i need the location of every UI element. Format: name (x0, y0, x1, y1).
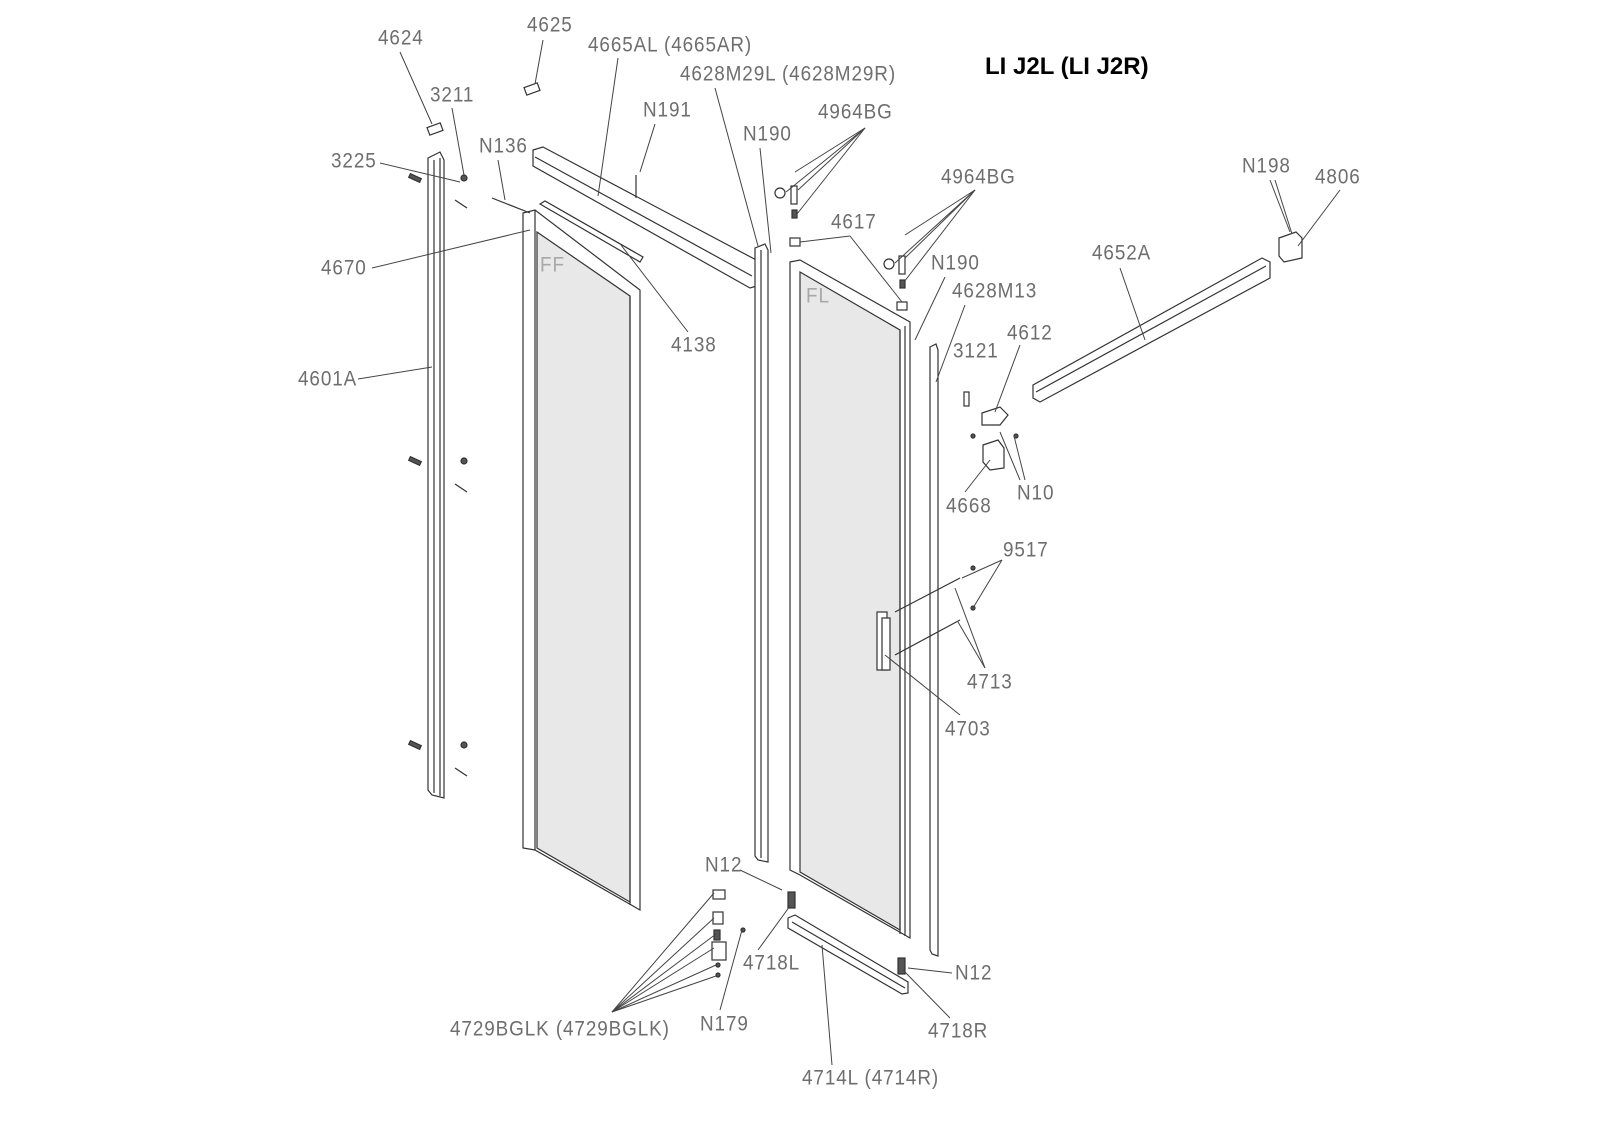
part-label: 4617 (831, 210, 877, 234)
profile-4628m29l (754, 243, 769, 863)
part-label: N10 (1017, 481, 1055, 505)
profile-4628m13 (929, 343, 939, 957)
sliding-glass-panel (789, 259, 911, 940)
part-label: 4601A (298, 367, 358, 391)
part-label: 4964BG (818, 100, 893, 124)
part-label: 4628M29L (4628M29R) (680, 62, 897, 86)
part-label: 4718L (743, 951, 801, 975)
part-label: 4665AL (4665AR) (588, 33, 753, 57)
part-label: 3211 (430, 83, 475, 107)
part-label: 3225 (331, 149, 377, 173)
part-label: 4624 (378, 26, 424, 50)
wall-profile-4601a (427, 151, 445, 799)
part-label: 4625 (527, 13, 573, 37)
part-label: 4668 (946, 494, 992, 518)
part-label: 4628M13 (952, 279, 1038, 303)
part-label: 4713 (967, 670, 1013, 694)
part-label: N12 (705, 853, 743, 877)
part-label: 4612 (1007, 321, 1053, 345)
part-label: 4652A (1092, 241, 1152, 265)
handle-4703 (876, 611, 891, 671)
part-label: N12 (955, 961, 993, 985)
part-label: N191 (643, 98, 692, 122)
part-label: N198 (1242, 154, 1291, 178)
part-label: N179 (700, 1012, 749, 1036)
sliding-panel-mark: FL (806, 284, 830, 308)
part-label: 4670 (321, 256, 367, 280)
part-label: 4964BG (941, 165, 1016, 189)
part-label: 4718R (928, 1019, 989, 1043)
part-label: N190 (931, 251, 980, 275)
model-title: LI J2L (LI J2R) (985, 53, 1149, 80)
leader-lines (357, 39, 1341, 1066)
cap-4806 (1278, 231, 1303, 263)
part-label: 4138 (671, 333, 717, 357)
part-label: 4703 (945, 717, 991, 741)
part-label: 4806 (1315, 165, 1361, 189)
small-hardware (407, 82, 1019, 978)
guide-4138 (538, 200, 644, 263)
part-label: 3121 (953, 339, 999, 363)
part-label: 4729BGLK (4729BGLK) (450, 1017, 670, 1041)
part-label: 4714L (4714R) (802, 1066, 940, 1090)
part-label: 9517 (1003, 538, 1049, 562)
fixed-glass-panel (522, 209, 641, 912)
rail-4652a (1032, 257, 1271, 403)
fixed-panel-mark: FF (540, 253, 565, 277)
part-label: N190 (743, 122, 792, 146)
bottom-rail-4714l (787, 914, 909, 995)
part-label: N136 (479, 134, 528, 158)
